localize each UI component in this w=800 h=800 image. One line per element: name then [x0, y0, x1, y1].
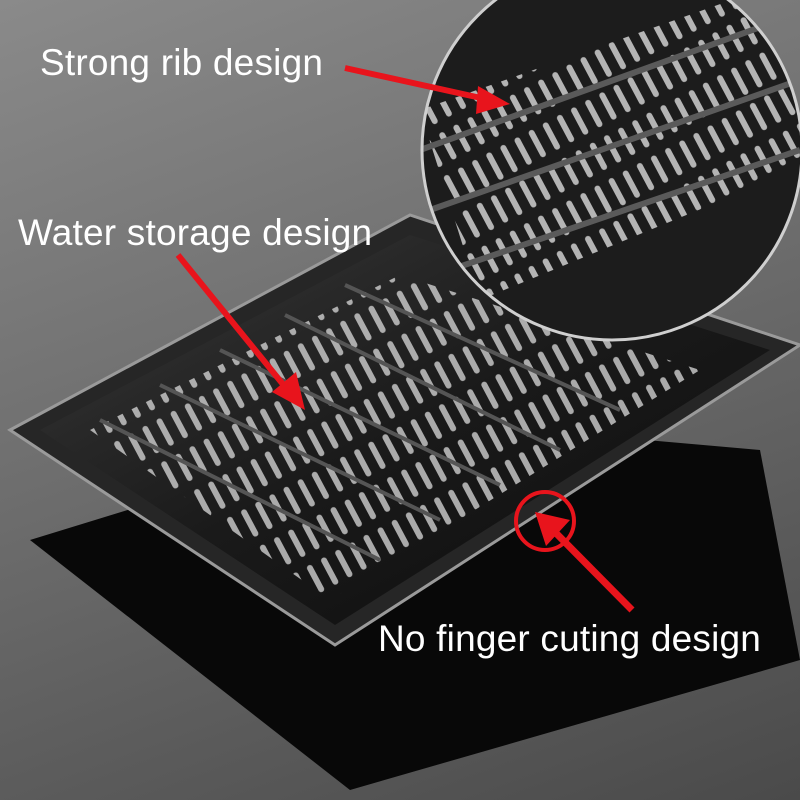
label-water-storage: Water storage design — [18, 212, 373, 253]
magnifier-lens — [422, 0, 800, 340]
arrow-strong-rib — [344, 65, 510, 114]
label-strong-rib: Strong rib design — [40, 42, 324, 83]
arrow-water-storage — [175, 253, 305, 410]
arrow-no-finger — [535, 512, 635, 613]
label-no-finger-cutting: No finger cuting design — [378, 618, 762, 659]
tray-ribs — [90, 275, 700, 600]
highlight-circle — [514, 490, 576, 552]
